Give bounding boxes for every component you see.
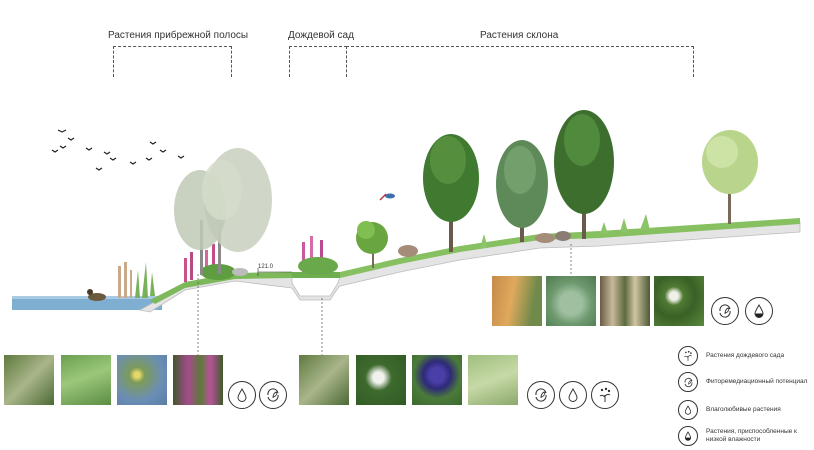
half-drop-icon	[678, 426, 698, 446]
zone-label-rain-garden: Дождевой сад	[288, 30, 354, 41]
slope-tree	[423, 134, 479, 252]
plant-photo-sedge	[4, 355, 54, 405]
reeds	[118, 262, 132, 298]
recycle-leaf-icon	[259, 381, 287, 409]
ground-profile	[138, 221, 801, 313]
water	[12, 296, 162, 310]
plant-photo-purple-spike	[173, 355, 223, 405]
plant-photo-orange-grass	[492, 276, 542, 326]
bird-flying	[379, 193, 395, 201]
bracket-slope	[346, 46, 694, 77]
recycle-leaf-icon	[711, 297, 739, 325]
stone	[398, 245, 418, 257]
half-drop-icon	[745, 297, 773, 325]
legend-text: Влаголюбивые растения	[706, 406, 781, 413]
birds	[51, 129, 185, 171]
legend-text: Растения дождевого сада	[706, 352, 785, 359]
legend-text: Растения, приспособленные к низкой влажн…	[706, 428, 797, 443]
bracket-rain-garden	[289, 46, 347, 77]
plant-photo-fine-grass	[468, 355, 518, 405]
rain-garden-plants	[298, 236, 338, 275]
stone	[232, 268, 248, 276]
stone	[555, 231, 571, 241]
legend-phytoremediation: Фиторемедиационный потенциал	[678, 372, 814, 392]
slope-tree	[554, 110, 614, 239]
plant-photo-yellow-flower	[117, 355, 167, 405]
plant-photo-white-flower	[654, 276, 704, 326]
slope-shrub	[356, 221, 388, 268]
water-drop-icon	[228, 381, 256, 409]
shore-trees	[174, 148, 272, 275]
legend-low-moisture: Растения, приспособленные к низкой влажн…	[678, 426, 814, 446]
bracket-shore	[113, 46, 232, 77]
water-drop-icon	[559, 381, 587, 409]
recycle-leaf-icon	[678, 372, 698, 392]
recycle-leaf-icon	[527, 381, 555, 409]
legend-moisture-loving: Влаголюбивые растения	[678, 400, 814, 420]
legend-text: Фиторемедиационный потенциал	[706, 378, 808, 385]
plant-photo-feather-reed	[600, 276, 650, 326]
rain-plant-icon	[591, 381, 619, 409]
duck	[87, 289, 106, 301]
rain-plant-icon	[678, 346, 698, 366]
plant-photo-grass	[61, 355, 111, 405]
legend-rain-garden: Растения дождевого сада	[678, 346, 814, 366]
plant-photo-blue-iris	[412, 355, 462, 405]
plant-photo-blue-fescue	[546, 276, 596, 326]
plant-photo-white-iris	[356, 355, 406, 405]
slope-tree-light	[702, 130, 758, 224]
dimension-label: 121.0	[258, 264, 274, 270]
water-drop-icon	[678, 400, 698, 420]
plant-photo-sedge-2	[299, 355, 349, 405]
slope-tree	[496, 140, 548, 242]
zone-label-shore: Растения прибрежной полосы	[108, 30, 249, 41]
stone	[535, 233, 555, 243]
grass-tufts	[480, 214, 650, 248]
zone-label-slope: Растения склона	[480, 30, 559, 41]
